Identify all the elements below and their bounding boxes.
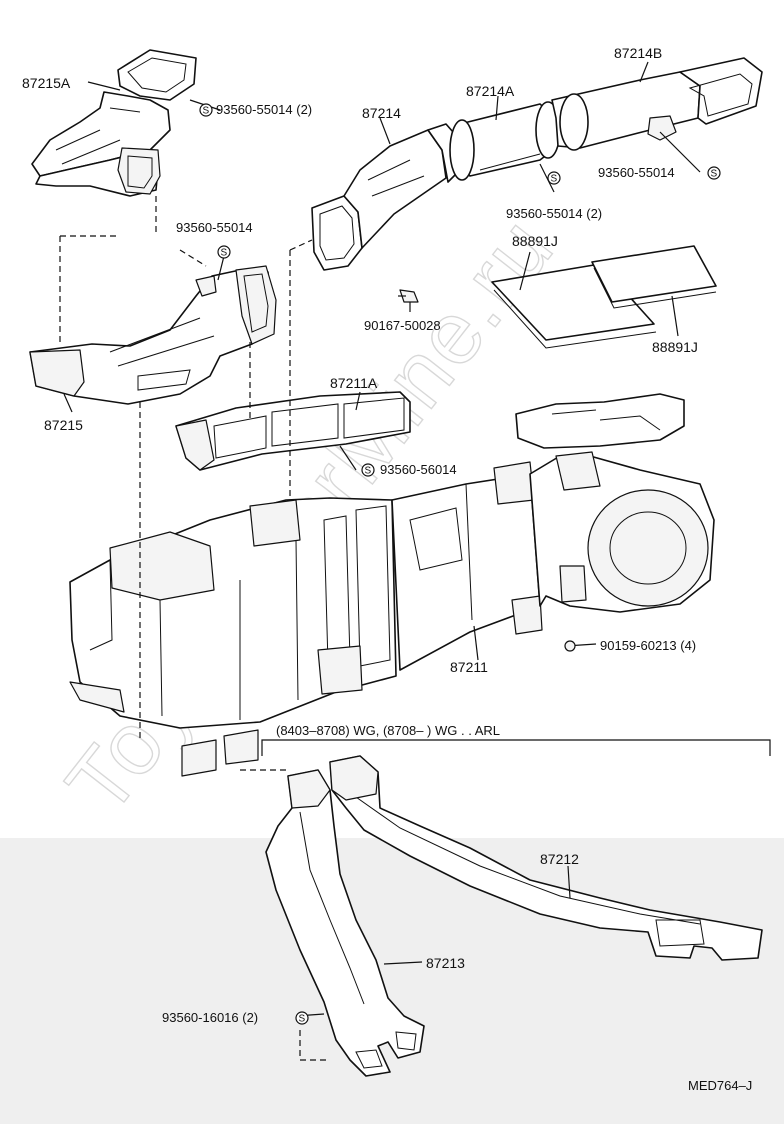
- svg-text:S: S: [221, 248, 228, 259]
- duct-87214a: [449, 101, 561, 181]
- label-87214a: 87214A: [466, 83, 515, 99]
- svg-text:S: S: [365, 466, 372, 477]
- screw-symbol-d: S: [547, 171, 561, 185]
- label-87213: 87213: [426, 955, 465, 971]
- bolt-90167-50028-graphic: [398, 289, 419, 303]
- label-87211a: 87211A: [330, 375, 378, 391]
- label-87215: 87215: [44, 417, 83, 433]
- label-screw-93560-16016: 93560-16016 (2): [162, 1010, 258, 1025]
- guide-lines: [59, 196, 330, 1061]
- applicability-bracket: [261, 739, 771, 756]
- label-87212: 87212: [540, 851, 579, 867]
- label-87214: 87214: [362, 105, 401, 121]
- label-screw-93560-55014-mid: 93560-55014: [176, 220, 253, 235]
- svg-text:S: S: [551, 174, 558, 185]
- svg-text:S: S: [711, 169, 718, 180]
- applicability-note: (8403–8708) WG, (8708– ) WG . . ARL: [276, 723, 500, 738]
- label-87211: 87211: [450, 659, 488, 675]
- label-bolt-90159-60213: 90159-60213 (4): [600, 638, 696, 653]
- duct-87214: [311, 123, 463, 271]
- bolt-90159-60213-graphic: [564, 640, 576, 652]
- duct-87215a: [31, 49, 197, 197]
- duct-87214b: [551, 57, 763, 151]
- duct-87211a: [175, 391, 411, 471]
- svg-text:S: S: [299, 1014, 306, 1025]
- label-screw-93560-55014-2-center: 93560-55014 (2): [506, 206, 602, 221]
- label-screw-93560-56014: 93560-56014: [380, 462, 457, 477]
- diagram-code: MED764–J: [688, 1078, 752, 1093]
- duct-87215: [29, 265, 277, 405]
- label-screw-93560-55014-2-left: 93560-55014 (2): [216, 102, 312, 117]
- label-bolt-90167-50028: 90167-50028: [364, 318, 441, 333]
- label-screw-93560-55014-right: 93560-55014: [598, 165, 675, 180]
- label-87214b: 87214B: [614, 45, 662, 61]
- filter-88891j-b: [591, 245, 717, 309]
- label-88891j-bottom: 88891J: [652, 339, 698, 355]
- screw-symbol-a: S: [199, 103, 213, 117]
- duct-87213: [265, 769, 425, 1077]
- duct-87212: [329, 755, 763, 961]
- label-87215a: 87215A: [22, 75, 71, 91]
- svg-text:S: S: [203, 106, 210, 117]
- background-band: [0, 838, 784, 1124]
- screw-symbol-c: S: [707, 166, 721, 180]
- screw-symbol-e: S: [361, 463, 375, 477]
- heater-unit-87211: [69, 393, 715, 777]
- label-88891j-top: 88891J: [512, 233, 558, 249]
- screw-symbol-b: S: [217, 245, 231, 259]
- screw-symbol-f: S: [295, 1011, 309, 1025]
